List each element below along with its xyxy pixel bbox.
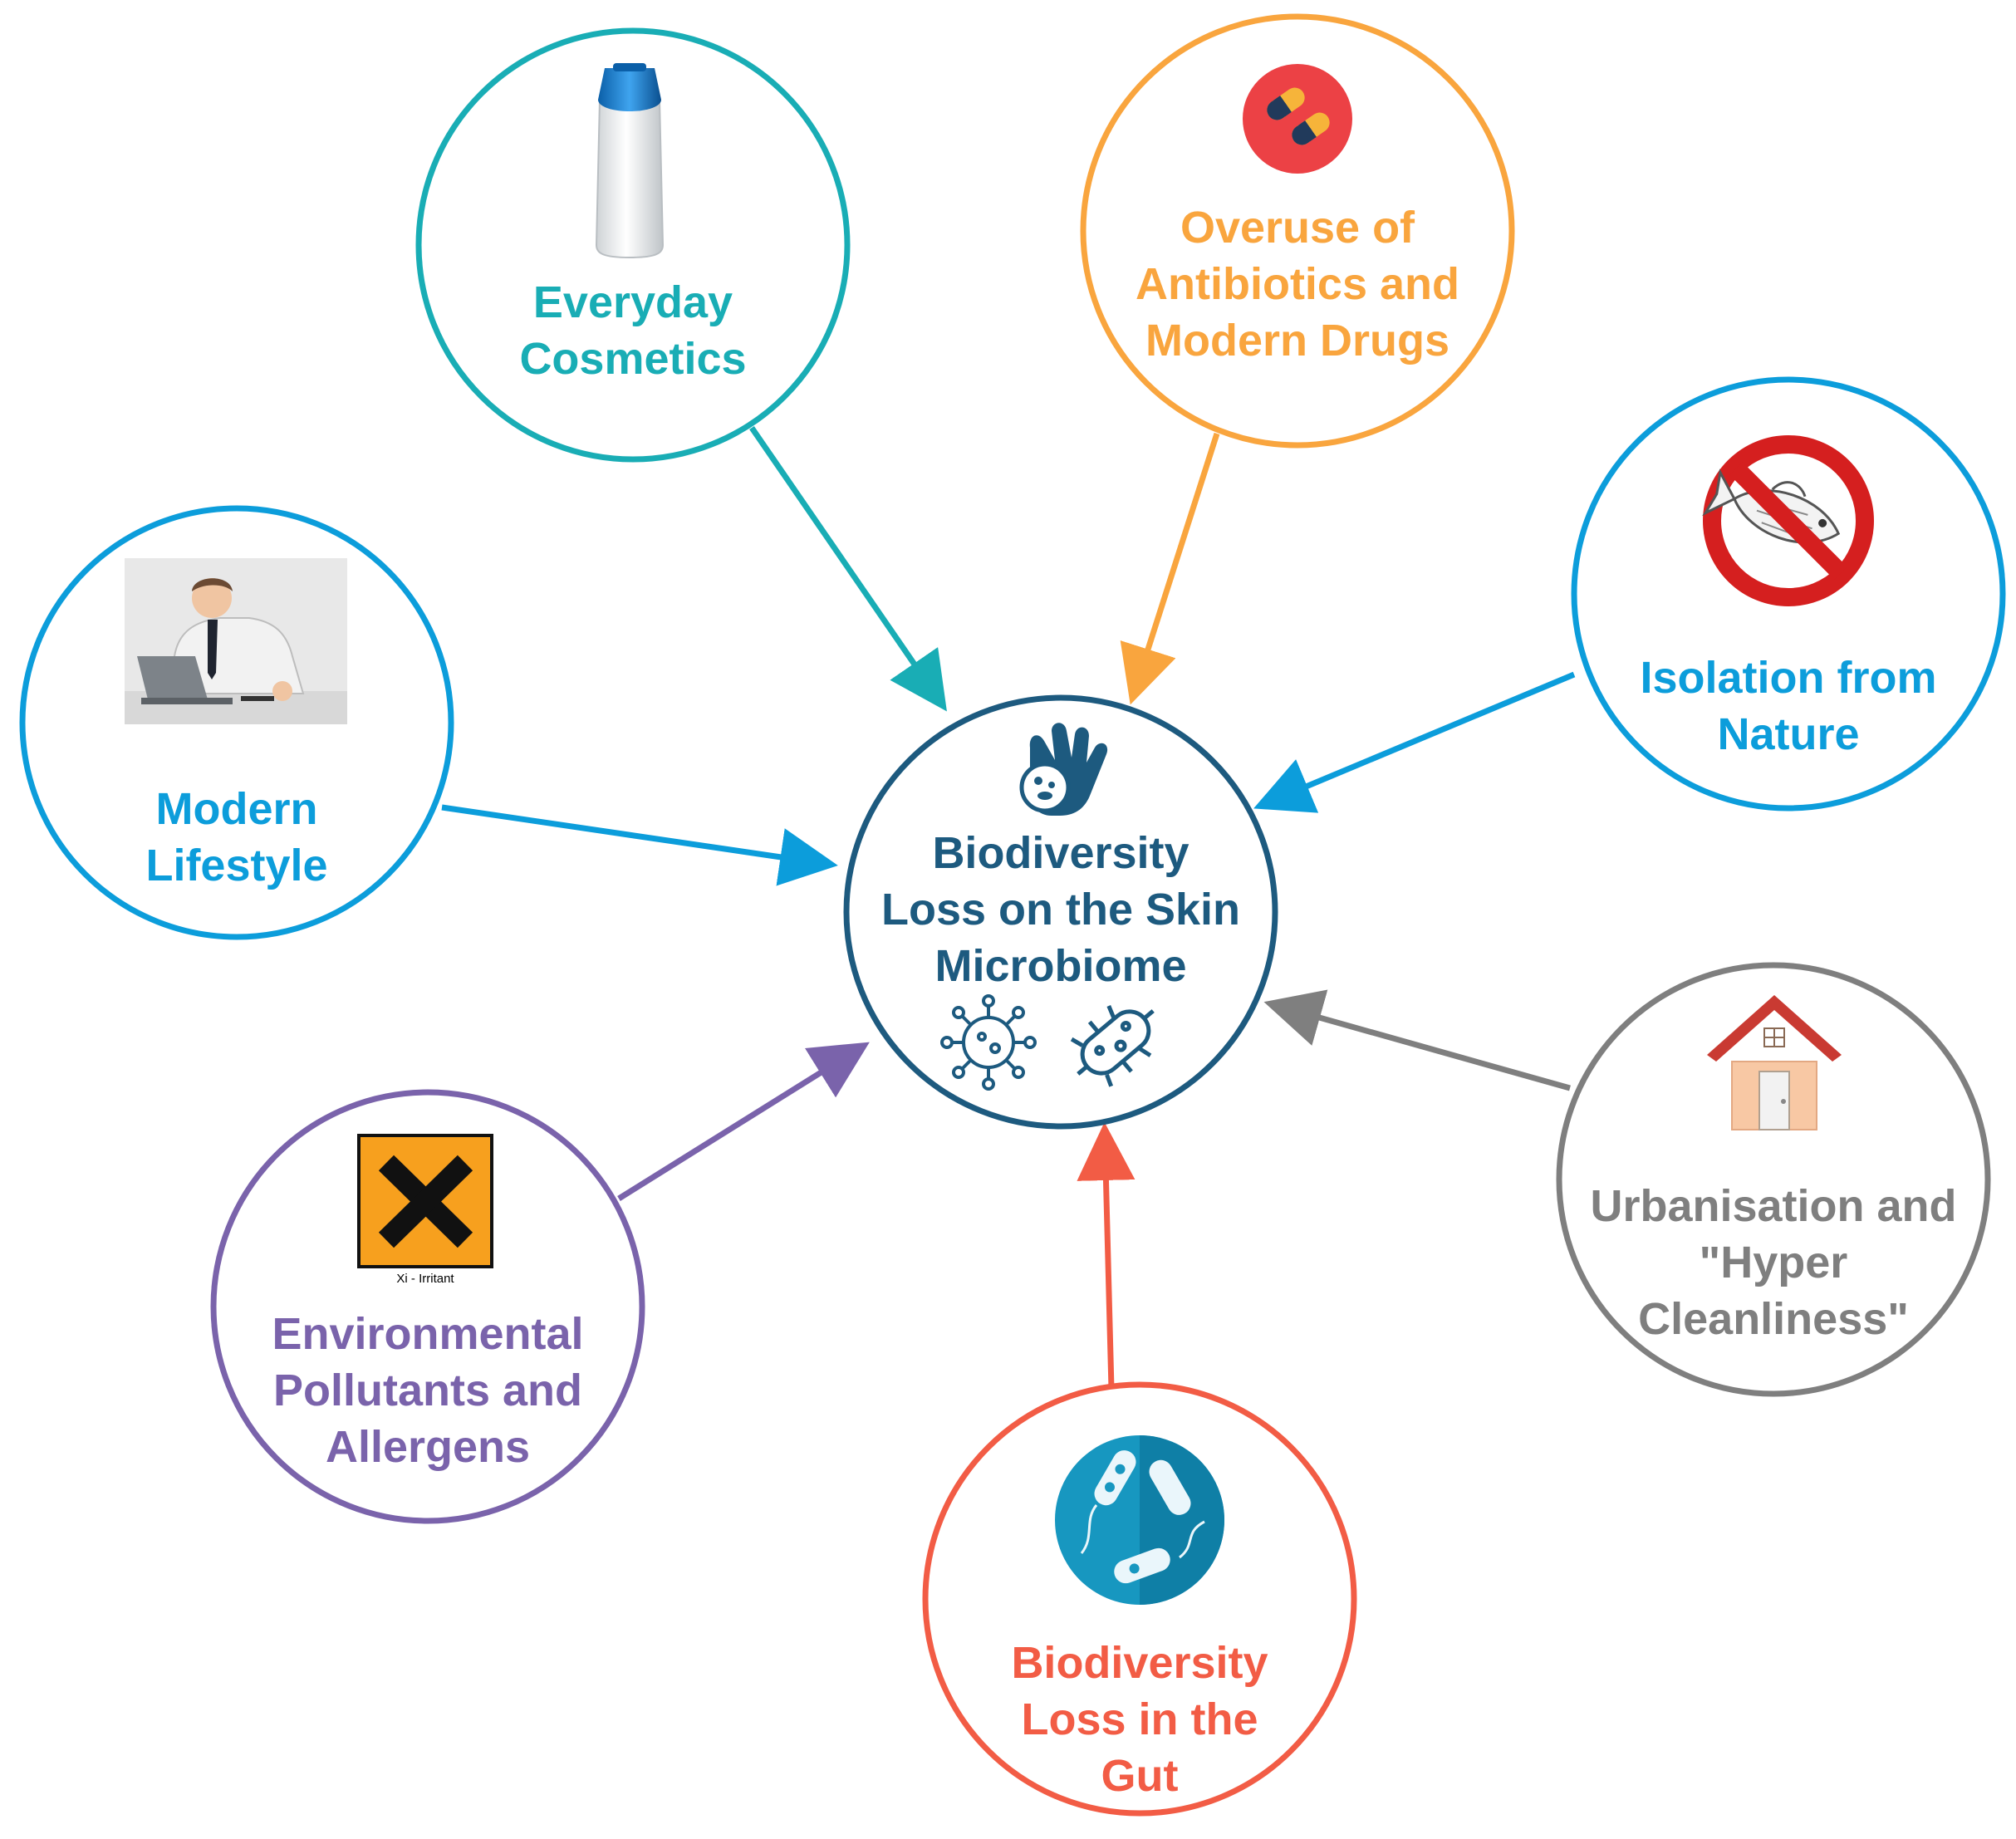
irritant-icon (357, 1134, 493, 1268)
node-urbanisation (1556, 962, 1991, 1397)
node-pollutants (210, 1089, 645, 1524)
arrow-pollutants (617, 1042, 870, 1201)
label-gut-line-3: Gut (1101, 1751, 1179, 1801)
label-urbanisation-line-3: Cleanliness" (1638, 1294, 1909, 1344)
label-nature-line-1: Isolation from (1640, 653, 1937, 703)
label-urbanisation-line-1: Urbanisation and (1590, 1181, 1957, 1231)
label-center-line-2: Loss on the Skin (880, 885, 1241, 934)
label-center-line-1: Biodiversity (932, 828, 1189, 878)
label-pollutants-line-3: Allergens (325, 1422, 531, 1472)
label-lifestyle-line-1: Modern (155, 784, 318, 834)
label-antibiotics: Overuse of Antibiotics and Modern Drugs (1106, 199, 1489, 369)
bottle-icon (595, 63, 665, 259)
bacterium-icon (1070, 1005, 1155, 1087)
label-antibiotics-line-3: Modern Drugs (1145, 316, 1449, 365)
house-icon (1707, 995, 1842, 1130)
label-nature-line-2: Nature (1717, 709, 1860, 759)
label-pollutants: Environmental Pollutants and Allergens (237, 1306, 619, 1475)
label-cosmetics-line-2: Cosmetics (519, 334, 747, 384)
label-lifestyle: Modern Lifestyle (71, 781, 403, 894)
arrow-gut (1077, 1122, 1136, 1390)
label-cosmetics: Everyday Cosmetics (467, 274, 799, 387)
gut-bacteria-icon (1055, 1435, 1224, 1605)
irritant-caption: Xi - Irritant (396, 1272, 454, 1286)
label-antibiotics-line-2: Antibiotics and (1136, 259, 1459, 309)
arrow-nature (1253, 671, 1576, 813)
label-pollutants-line-2: Pollutants and (272, 1366, 582, 1415)
no-fish-icon (1702, 435, 1874, 606)
label-gut-line-2: Loss in the (1021, 1694, 1258, 1744)
label-urbanisation: Urbanisation and "Hyper Cleanliness" (1574, 1178, 1973, 1347)
hand-bacteria-icon (1019, 723, 1108, 816)
label-gut: Biodiversity Loss in the Gut (949, 1635, 1331, 1804)
label-center: Biodiversity Loss on the Skin Microbiome (861, 825, 1260, 994)
label-lifestyle-line-2: Lifestyle (145, 841, 328, 890)
arrow-lifestyle (441, 804, 838, 886)
label-center-line-3: Microbiome (934, 941, 1187, 991)
arrow-antibiotics (1120, 432, 1220, 705)
node-center (843, 694, 1278, 1130)
label-pollutants-line-1: Environmental (272, 1309, 584, 1359)
arrow-cosmetics (749, 426, 947, 712)
node-antibiotics (1080, 13, 1515, 449)
label-gut-line-1: Biodiversity (1011, 1638, 1268, 1688)
label-nature: Isolation from Nature (1606, 650, 1971, 763)
label-antibiotics-line-1: Overuse of (1180, 203, 1415, 253)
office-worker-icon (125, 558, 347, 724)
pills-icon (1243, 64, 1352, 174)
label-cosmetics-line-1: Everyday (532, 277, 733, 327)
label-urbanisation-line-2: "Hyper (1699, 1238, 1848, 1287)
virus-icon (940, 994, 1037, 1091)
arrow-urbanisation (1263, 989, 1571, 1091)
